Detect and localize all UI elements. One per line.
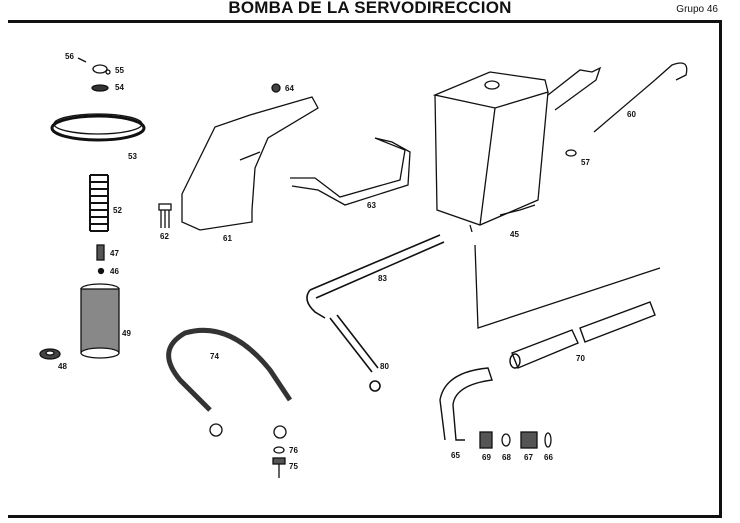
callout-box-45 (474, 244, 661, 329)
part-54-washer (91, 84, 109, 92)
callout-69: 69 (482, 453, 491, 462)
part-68-ring (501, 433, 511, 447)
part-74-hose (166, 327, 293, 412)
part-49-filter (80, 283, 120, 359)
part-57-oring (565, 149, 577, 157)
part-67-union (520, 431, 538, 449)
callout-62: 62 (160, 232, 169, 241)
callout-70: 70 (576, 354, 585, 363)
callout-65: 65 (451, 451, 460, 460)
part-45-reservoir (432, 66, 602, 233)
callout-47: 47 (110, 249, 119, 258)
part-60-dipstick (593, 62, 688, 133)
part-70-hoses (509, 301, 656, 369)
callout-57: 57 (581, 158, 590, 167)
part-83-pipe (306, 234, 445, 319)
part-48-washer (39, 348, 61, 360)
callout-63: 63 (367, 201, 376, 210)
callout-56: 56 (65, 52, 74, 61)
callout-52: 52 (113, 206, 122, 215)
callout-48: 48 (58, 362, 67, 371)
callout-49: 49 (122, 329, 131, 338)
callout-68: 68 (502, 453, 511, 462)
part-46-ball (97, 267, 105, 275)
part-52-spring (89, 174, 109, 232)
callout-67: 67 (524, 453, 533, 462)
part-61-bracket (181, 96, 319, 231)
part-63-strap (290, 137, 411, 206)
part-66-washer (544, 432, 552, 448)
part-76-washer (273, 446, 285, 454)
part-74-fittings (209, 423, 287, 439)
part-47-small-spring (96, 244, 105, 261)
callout-75: 75 (289, 462, 298, 471)
part-75-bolt (272, 457, 286, 478)
part-69-nut (479, 431, 493, 449)
part-55-clamp (92, 64, 111, 75)
part-64-nut (271, 83, 281, 93)
part-62-bolt (158, 203, 172, 228)
callout-54: 54 (115, 83, 124, 92)
callout-80: 80 (380, 362, 389, 371)
callout-64: 64 (285, 84, 294, 93)
callout-61: 61 (223, 234, 232, 243)
callout-74: 74 (210, 352, 219, 361)
callout-66: 66 (544, 453, 553, 462)
page-title: BOMBA DE LA SERVODIRECCION (228, 0, 512, 17)
callout-60: 60 (627, 110, 636, 119)
callout-45: 45 (510, 230, 519, 239)
part-53-band (50, 113, 146, 142)
callout-83: 83 (378, 274, 387, 283)
group-number: Grupo 46 (676, 4, 718, 15)
part-80-pipe (329, 314, 381, 392)
callout-55: 55 (115, 66, 124, 75)
callout-46: 46 (110, 267, 119, 276)
part-56-screw (77, 57, 87, 63)
diagram-frame (8, 20, 722, 518)
callout-76: 76 (289, 446, 298, 455)
callout-53: 53 (128, 152, 137, 161)
part-65-elbow-hose (439, 367, 493, 441)
